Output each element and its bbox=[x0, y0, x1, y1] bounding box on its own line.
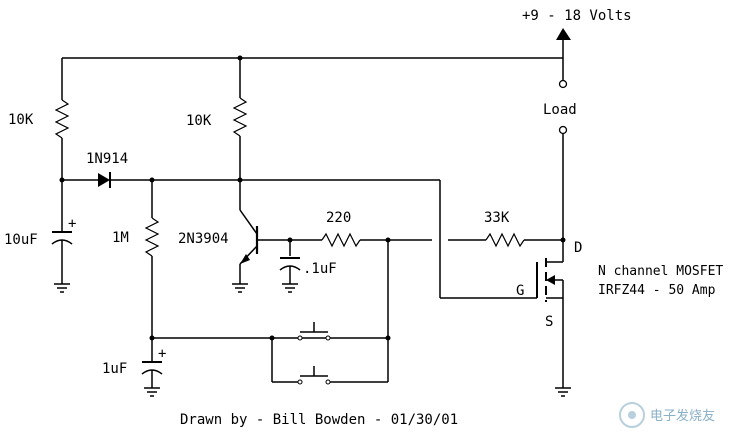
resistor-10k-mid-label: 10K bbox=[186, 113, 212, 129]
push-button-switch-2 bbox=[297, 366, 331, 385]
supply-voltage-label: +9 - 18 Volts bbox=[522, 8, 632, 24]
supply-terminal bbox=[556, 28, 571, 58]
load-terminals bbox=[558, 58, 568, 238]
mosfet-description-line2: IRFZ44 - 50 Amp bbox=[598, 283, 716, 298]
resistor-10k-left bbox=[54, 99, 70, 139]
resistor-1m-label: 1M bbox=[112, 230, 129, 246]
credit-line: Drawn by - Bill Bowden - 01/30/01 bbox=[180, 412, 458, 428]
load-label: Load bbox=[543, 102, 577, 118]
transistor-label: 2N3904 bbox=[178, 231, 229, 247]
capacitor-01uf-label: .1uF bbox=[303, 261, 337, 277]
ground-symbol bbox=[555, 387, 571, 397]
resistor-220-label: 220 bbox=[326, 210, 351, 226]
resistor-10k-left-label: 10K bbox=[8, 112, 34, 128]
source-label: S bbox=[545, 314, 553, 330]
gate-label: G bbox=[516, 283, 524, 299]
capacitor-10uf-label: 10uF bbox=[4, 232, 38, 248]
capacitor-1uf-polarity: + bbox=[158, 346, 166, 362]
ground-symbol bbox=[54, 283, 70, 293]
watermark-logo bbox=[619, 402, 645, 428]
drain-label: D bbox=[574, 240, 582, 256]
transistor-2n3904 bbox=[239, 209, 259, 265]
capacitor-10uf-polarity: + bbox=[68, 216, 76, 232]
ground-symbol bbox=[282, 283, 298, 293]
resistor-220 bbox=[321, 232, 361, 248]
capacitor-1uf-label: 1uF bbox=[102, 361, 127, 377]
resistor-1m bbox=[144, 217, 160, 257]
ground-symbol bbox=[144, 387, 160, 397]
mosfet-description-line1: N channel MOSFET bbox=[598, 264, 723, 279]
watermark-text: 电子发烧友 bbox=[650, 408, 715, 424]
ground-symbol bbox=[232, 283, 248, 293]
junction-dot bbox=[385, 335, 391, 341]
resistor-33k-label: 33K bbox=[484, 210, 510, 226]
mosfet-irfz44 bbox=[536, 240, 564, 388]
diode-1n914 bbox=[98, 172, 111, 188]
resistor-10k-mid bbox=[232, 97, 248, 137]
push-button-switch-1 bbox=[297, 322, 331, 341]
diode-1n914-label: 1N914 bbox=[86, 151, 128, 167]
resistor-33k bbox=[485, 232, 525, 248]
